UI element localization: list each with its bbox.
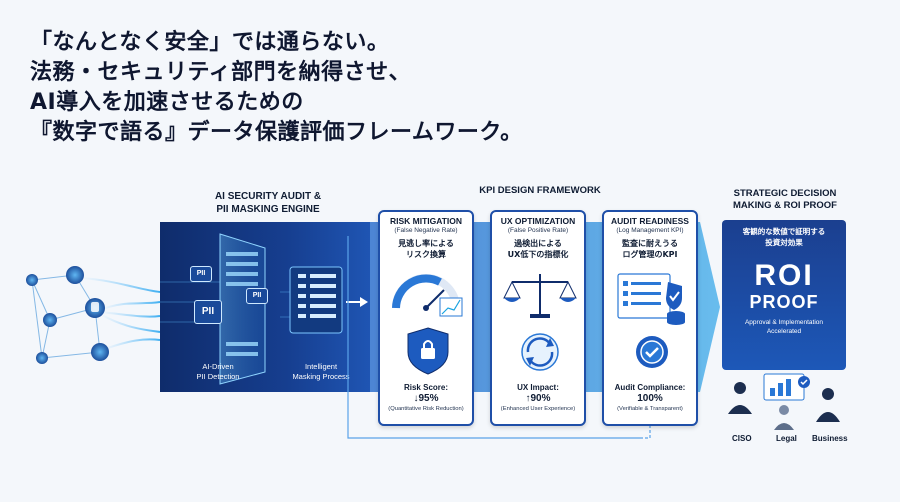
card-metric-value: ↓95% — [413, 393, 439, 404]
database-icon — [667, 311, 685, 325]
kpi-card-risk: RISK MITIGATION (False Negative Rate) 見逃… — [378, 210, 474, 426]
roi-caption: Approval & Implementation Accelerated — [744, 319, 824, 335]
database-icon — [91, 302, 99, 312]
engine-title-line-2: PII MASKING ENGINE — [216, 204, 320, 215]
card-metric-label: UX Impact: — [517, 383, 559, 392]
stakeholder-legal: Legal — [776, 434, 797, 443]
person-legal-icon — [779, 405, 789, 415]
card-note: (Enhanced User Experience) — [500, 406, 576, 412]
card-title: RISK MITIGATION — [389, 216, 463, 226]
card-title: AUDIT READINESS — [611, 216, 689, 226]
card-subtitle: (False Negative Rate) — [394, 227, 458, 234]
framework-diagram: AI SECURITY AUDIT & PII MASKING ENGINE — [0, 180, 900, 502]
roi-jp-text: 客観的な数値で証明する 投資対効果 — [742, 227, 826, 247]
lock-icon — [421, 348, 435, 359]
framework-title: KPI DESIGN FRAMEWORK — [479, 185, 601, 196]
card-metric: Risk Score: ↓95% — [380, 382, 472, 404]
pii-tag: PII — [194, 300, 222, 324]
engine-title: AI SECURITY AUDIT & PII MASKING ENGINE — [168, 190, 368, 216]
engine-title-line-1: AI SECURITY AUDIT & — [214, 191, 322, 202]
data-network-graphic — [26, 266, 160, 364]
decision-title-line-2: MAKING & ROI PROOF — [733, 200, 837, 211]
shield-check-icon — [666, 282, 682, 310]
card-metric-label: Audit Compliance: — [614, 383, 686, 392]
kpi-card-audit: AUDIT READINESS (Log Management KPI) 監査に… — [602, 210, 698, 426]
proof-heading: PROOF — [749, 292, 819, 312]
engine-left-caption: AI-Driven PII Detection — [196, 362, 240, 381]
headline-line-4: 『数字で語る』データ保護評価フレームワーク。 — [30, 120, 523, 145]
decision-title-line-1: STRATEGIC DECISION — [733, 188, 837, 199]
person-business-icon — [822, 388, 834, 400]
network-node — [91, 343, 109, 361]
engine-right-caption: Intelligent Masking Process — [292, 362, 350, 381]
report-icon — [763, 373, 805, 401]
decision-title: STRATEGIC DECISION MAKING & ROI PROOF — [710, 188, 860, 212]
network-node — [26, 274, 38, 286]
stakeholders-illustration — [728, 373, 840, 430]
network-node — [66, 266, 84, 284]
card-metric: UX Impact: ↑90% — [492, 382, 584, 404]
person-ciso-icon — [734, 382, 746, 394]
roi-panel: 客観的な数値で証明する 投資対効果 ROI PROOF Approval & I… — [722, 220, 846, 370]
engine-panel: PII PII PII AI-Driven PII Detection Inte… — [160, 222, 370, 392]
bar-chart-icon — [439, 297, 463, 317]
risk-illustration — [392, 274, 463, 375]
card-metric-value: ↑90% — [525, 393, 551, 404]
card-metric: Audit Compliance: 100% — [604, 382, 696, 404]
ux-illustration — [503, 274, 577, 371]
card-jp-text: 監査に耐えうる ログ管理のKPI — [622, 239, 678, 259]
roi-heading: ROI — [754, 259, 814, 292]
headline: 「なんとなく安全」では通らない。 法務・セキュリティ部門を納得させ、 AI導入を… — [30, 28, 790, 148]
card-subtitle: (Log Management KPI) — [616, 227, 684, 234]
network-node — [36, 352, 48, 364]
card-note: (Quantitative Risk Reduction) — [388, 406, 464, 412]
scanner-panel — [219, 233, 266, 385]
network-node — [43, 313, 57, 327]
pii-tag: PII — [190, 266, 212, 282]
headline-line-1: 「なんとなく安全」では通らない。 — [30, 30, 390, 55]
stakeholder-business: Business — [812, 434, 848, 443]
card-subtitle: (False Positive Rate) — [507, 227, 569, 234]
card-metric-label: Risk Score: — [403, 383, 449, 392]
audit-illustration — [617, 273, 685, 368]
kpi-card-ux: UX OPTIMIZATION (False Positive Rate) 過検… — [490, 210, 586, 426]
gauge-icon — [392, 274, 442, 309]
headline-line-2: 法務・セキュリティ部門を納得させ、 — [30, 60, 412, 85]
pii-tag: PII — [246, 288, 268, 304]
card-title: UX OPTIMIZATION — [500, 216, 576, 226]
card-jp-text: 過検出による UX低下の指標化 — [507, 239, 569, 259]
card-jp-text: 見逃し率による リスク換算 — [398, 239, 454, 259]
card-metric-value: 100% — [637, 393, 663, 404]
card-note: (Verifiable & Transparent) — [617, 406, 683, 412]
headline-line-3: AI導入を加速させるための — [30, 90, 304, 115]
stakeholder-ciso: CISO — [732, 434, 752, 443]
